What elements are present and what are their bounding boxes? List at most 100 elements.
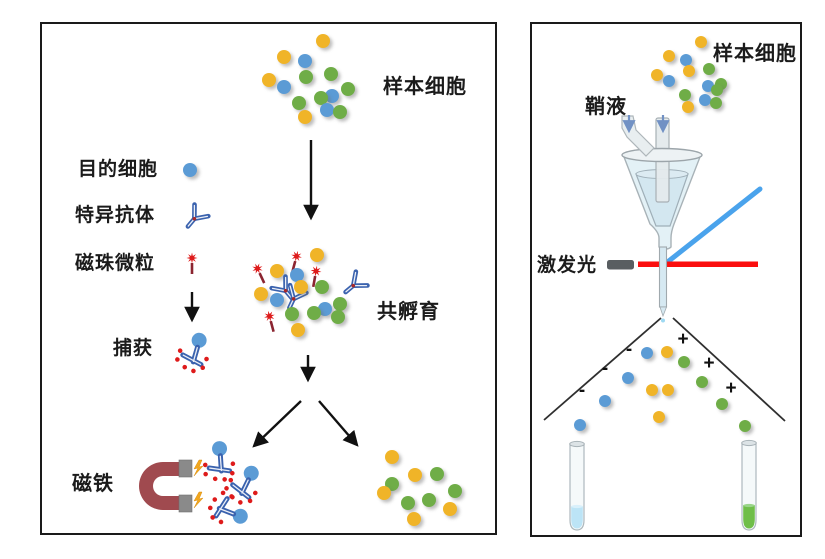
cell-dot <box>277 80 291 94</box>
cell-dot <box>299 70 313 84</box>
laser-source <box>607 260 634 270</box>
cell-dot <box>653 411 665 423</box>
right-panel-flow-sorting: 样本细胞 鞘液 激发光 - - - + + + <box>530 22 802 537</box>
left-panel-graphics <box>139 140 359 513</box>
cell-dot <box>443 502 457 516</box>
cell-dot <box>703 63 715 75</box>
cell-dot <box>646 384 658 396</box>
cell-dot <box>254 287 268 301</box>
cell-dot <box>341 82 355 96</box>
cell-dot <box>270 264 284 278</box>
deflection-plate-right <box>672 317 786 422</box>
cell-dot <box>290 268 304 282</box>
cluster-sample-cells <box>42 24 495 533</box>
cell-dot <box>422 493 436 507</box>
laser-beam <box>638 261 758 267</box>
deflection-plate-left <box>543 317 662 421</box>
fluid-stream <box>658 246 668 323</box>
legend-antibody-icon <box>42 24 495 533</box>
cell-dot <box>663 75 675 87</box>
cluster-unbound-cells <box>42 24 495 533</box>
cell-dot <box>316 34 330 48</box>
label-specific-antibody: 特异抗体 <box>75 205 156 226</box>
arrow-branch-right <box>318 400 359 447</box>
cluster-deflected-cells <box>532 24 800 535</box>
cell-dot <box>407 512 421 526</box>
cell-dot <box>710 97 722 109</box>
label-magnet: 磁铁 <box>72 473 114 495</box>
label-target-cell: 目的细胞 <box>78 159 159 180</box>
label-sheath-fluid: 鞘液 <box>585 96 627 118</box>
cell-dot <box>294 280 308 294</box>
magnetic-bead-icon <box>260 308 282 335</box>
cell-dot <box>331 310 345 324</box>
cell-dot <box>277 50 291 64</box>
cell-dot <box>678 356 690 368</box>
magnetic-spark-icon <box>193 459 204 477</box>
cell-dot <box>333 297 347 311</box>
plus-charge-sign: + <box>703 353 715 374</box>
arrow-branch-left <box>252 400 302 448</box>
cell-dot <box>333 105 347 119</box>
cell-dot <box>739 420 751 432</box>
cluster-magnet-captured <box>42 24 495 533</box>
label-sample-cells: 样本细胞 <box>383 76 467 98</box>
magnetic-bead-icon <box>248 260 273 289</box>
cluster-sample-cells-right <box>532 24 800 535</box>
cell-dot <box>183 163 197 177</box>
cell-dot <box>285 307 299 321</box>
legend-bead-icon <box>42 24 495 533</box>
magnetic-bead-icon <box>184 252 200 276</box>
cell-dot <box>315 280 329 294</box>
collection-tube-right <box>741 439 757 531</box>
cell-dot <box>318 302 332 316</box>
collection-tube-left <box>569 440 585 531</box>
cell-dot <box>292 96 306 110</box>
droplet <box>661 318 665 323</box>
cell-dot <box>661 346 673 358</box>
label-excitation-light: 激发光 <box>537 255 598 276</box>
minus-charge-sign: - <box>625 339 633 360</box>
label-capture: 捕获 <box>113 338 154 359</box>
cell-dot <box>324 67 338 81</box>
cell-dot <box>385 450 399 464</box>
cell-dot <box>401 496 415 510</box>
cell-dot <box>270 293 284 307</box>
plus-charge-sign: + <box>725 378 737 399</box>
cluster-co-incubation <box>42 24 495 533</box>
cell-dot <box>408 468 422 482</box>
cell-dot <box>716 398 728 410</box>
cell-dot <box>683 65 695 77</box>
label-co-incubation: 共孵育 <box>377 301 440 323</box>
cell-dot <box>377 486 391 500</box>
antibody-icon <box>334 265 373 304</box>
cell-dot <box>298 110 312 124</box>
flow-arrows <box>184 140 359 448</box>
captured-cell-complex-icon <box>194 435 246 488</box>
label-magnetic-bead: 磁珠微粒 <box>75 253 156 274</box>
cell-dot <box>298 54 312 68</box>
cell-dot <box>325 89 339 103</box>
cell-dot <box>291 323 305 337</box>
cell-dot <box>696 376 708 388</box>
cell-dot <box>448 484 462 498</box>
cell-dot <box>679 89 691 101</box>
label-sample-cells-right: 样本细胞 <box>713 43 797 65</box>
deflection-plates <box>543 317 786 422</box>
left-panel-magnetic-sorting: 样本细胞 目的细胞 特异抗体 磁珠微粒 捕获 共孵育 磁铁 <box>40 22 497 535</box>
cell-dot <box>682 101 694 113</box>
cell-dot <box>622 372 634 384</box>
right-panel-graphics <box>543 115 786 531</box>
cell-dot <box>430 467 444 481</box>
flow-nozzle <box>621 115 703 250</box>
legend-target-cell-icon <box>42 24 495 533</box>
cell-dot <box>651 69 663 81</box>
horseshoe-magnet-icon <box>139 459 204 513</box>
cell-dot <box>310 248 324 262</box>
plus-charge-sign: + <box>677 329 689 350</box>
cell-dot <box>662 384 674 396</box>
captured-cell-complex-icon <box>172 329 218 376</box>
capture-complex-icon <box>42 24 495 533</box>
cell-dot <box>320 103 334 117</box>
cell-dot <box>314 91 328 105</box>
